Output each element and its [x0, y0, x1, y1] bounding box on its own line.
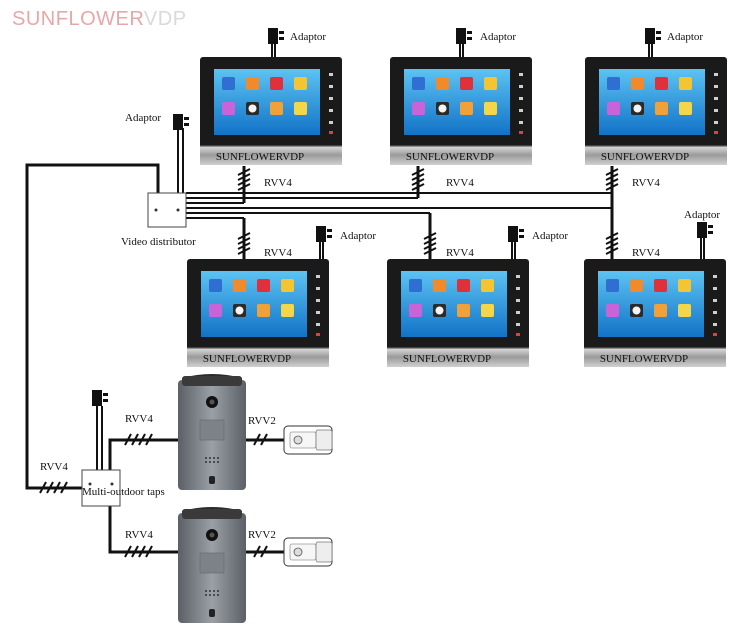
adaptor-label: Adaptor [290, 31, 326, 43]
power-adaptor-icon [508, 226, 524, 262]
rvv-mark [39, 481, 68, 494]
adaptor-label: Adaptor [532, 230, 568, 242]
rvv4-label: RVV4 [264, 177, 292, 189]
rvv-mark [124, 433, 153, 446]
rvv4-label: RVV4 [125, 529, 153, 541]
monitor-top-3: SUNFLOWERVDP [585, 57, 727, 165]
rvv2-label: RVV2 [248, 529, 276, 541]
video-distributor [147, 192, 187, 228]
power-adaptor-icon [173, 114, 189, 130]
rvv4-label: RVV4 [125, 413, 153, 425]
multi-outdoor-taps [81, 469, 121, 507]
rvv-mark [237, 168, 251, 191]
monitor-brand: SUNFLOWERVDP [203, 353, 291, 365]
rvv-mark [253, 433, 268, 446]
brand-suffix: VDP [143, 8, 187, 30]
rvv-mark [605, 232, 619, 255]
rvv-mark [605, 168, 619, 191]
door-station-2 [177, 506, 247, 624]
monitor-brand: SUNFLOWERVDP [601, 151, 689, 163]
rvv-mark [253, 545, 268, 558]
rvv4-label: RVV4 [264, 247, 292, 259]
monitor-bottom-3: SUNFLOWERVDP [584, 259, 726, 367]
adaptor-label: Adaptor [684, 209, 720, 221]
multi-outdoor-taps-label: Multi-outdoor taps [82, 486, 165, 498]
power-adaptor-icon [645, 28, 661, 58]
power-adaptor-icon [697, 222, 713, 262]
rvv4-label: RVV4 [40, 461, 68, 473]
brand-name: SUNFLOWER [12, 8, 144, 30]
rvv-mark [423, 232, 437, 255]
monitor-brand: SUNFLOWERVDP [403, 353, 491, 365]
monitor-brand: SUNFLOWERVDP [216, 151, 304, 163]
brand-logo: SUNFLOWERVDP [12, 8, 187, 31]
electric-lock-1 [283, 425, 333, 455]
monitor-bottom-2: SUNFLOWERVDP [387, 259, 529, 367]
rvv2-label: RVV2 [248, 415, 276, 427]
power-adaptor-icon [92, 390, 108, 406]
monitor-top-2: SUNFLOWERVDP [390, 57, 532, 165]
monitor-top-1: SUNFLOWERVDP [200, 57, 342, 165]
adaptors [92, 28, 713, 406]
rvv4-label: RVV4 [632, 177, 660, 189]
cable-marks [39, 168, 619, 558]
adaptor-label: Adaptor [125, 112, 161, 124]
adaptor-label: Adaptor [340, 230, 376, 242]
adaptor-label: Adaptor [480, 31, 516, 43]
power-adaptor-icon [268, 28, 284, 58]
rvv-mark [411, 168, 425, 191]
adaptor-label: Adaptor [667, 31, 703, 43]
rvv4-label: RVV4 [446, 177, 474, 189]
labels: Adaptor Adaptor Adaptor Adaptor Adaptor … [40, 31, 720, 541]
rvv4-label: RVV4 [632, 247, 660, 259]
door-station-1 [177, 373, 247, 491]
monitor-brand: SUNFLOWERVDP [600, 353, 688, 365]
monitor-brand: SUNFLOWERVDP [406, 151, 494, 163]
video-distributor-label: Video distributor [121, 236, 196, 248]
power-adaptor-icon [456, 28, 472, 58]
rvv-mark [124, 545, 153, 558]
monitor-bottom-1: SUNFLOWERVDP [187, 259, 329, 367]
electric-lock-2 [283, 537, 333, 567]
power-adaptor-icon [316, 226, 332, 262]
rvv4-label: RVV4 [446, 247, 474, 259]
rvv-mark [237, 232, 251, 255]
